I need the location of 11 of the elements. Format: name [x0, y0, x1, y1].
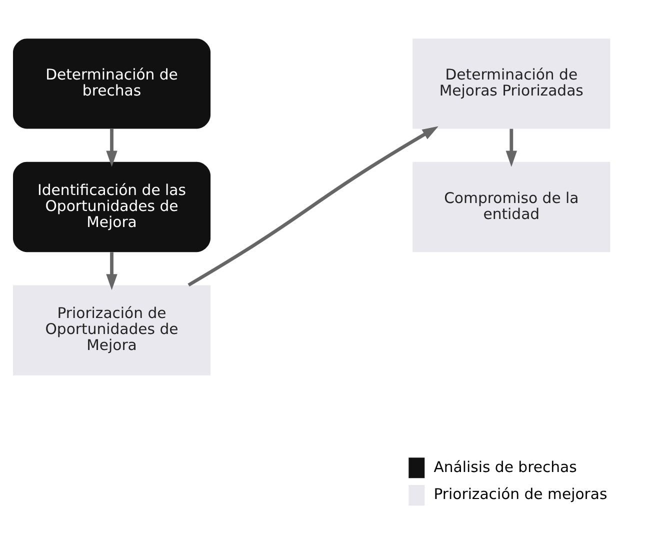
node-box: Priorización de Oportunidades de Mejora [12, 284, 211, 375]
arrow [106, 252, 118, 290]
arrow [188, 126, 438, 286]
node-box: Determinación de Mejoras Priorizadas [412, 38, 610, 128]
node-box: Identificación de las Oportunidades de Mejora [12, 161, 211, 252]
arrow [506, 128, 518, 166]
legend-label: Análisis de brechas [434, 458, 577, 476]
node-box: Compromiso de la entidad [412, 161, 610, 252]
arrow [106, 128, 118, 166]
node-box: Determinación de brechas [12, 38, 211, 128]
legend-label: Priorización de mejoras [434, 486, 608, 503]
